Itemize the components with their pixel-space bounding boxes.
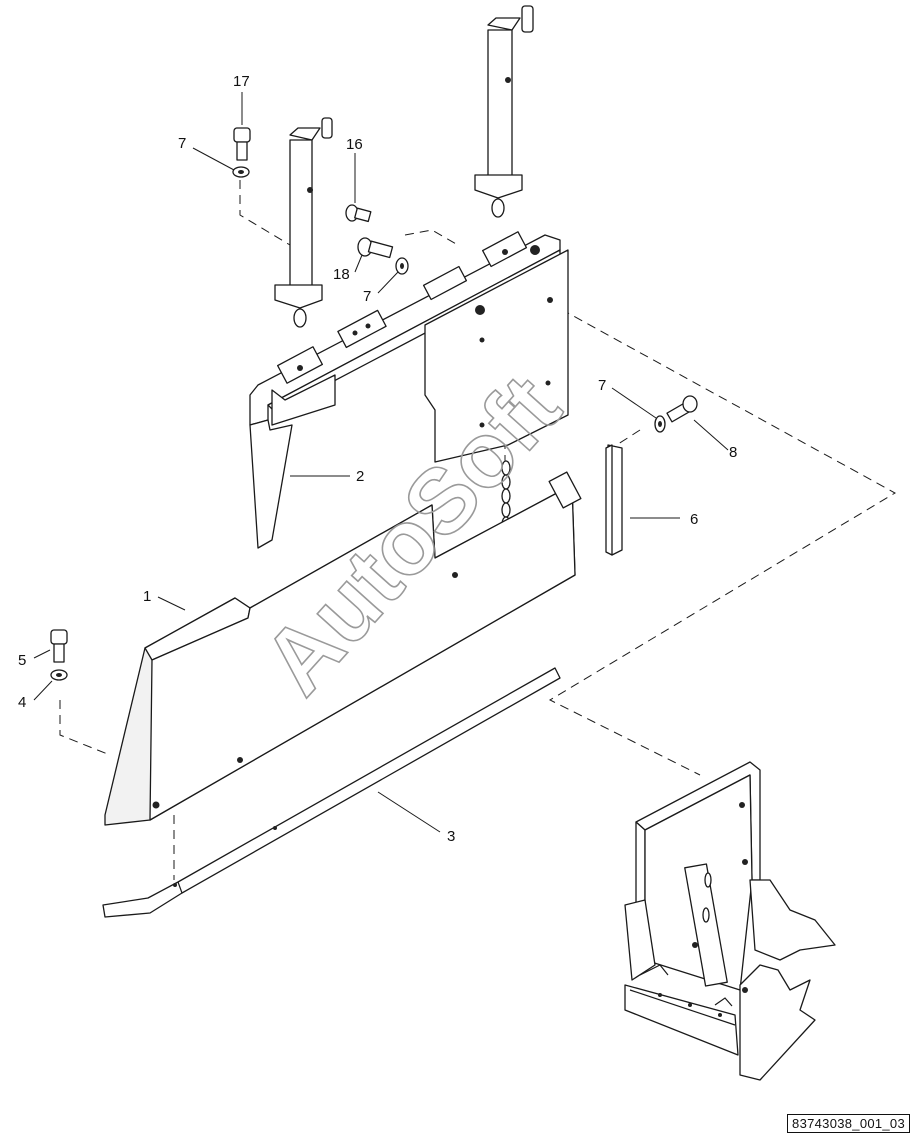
callout-16: 16 [346, 136, 363, 153]
callout-5: 5 [18, 652, 26, 669]
washer-7-upper-right [395, 257, 409, 275]
bolt-16 [345, 204, 372, 223]
main-panel-part-1 [104, 471, 582, 826]
callout-6: 6 [690, 511, 698, 528]
bolt-18 [357, 237, 394, 259]
upper-frame-part-2 [249, 231, 561, 549]
callout-8: 8 [729, 444, 737, 461]
left-mounting-post [274, 117, 333, 328]
leader-lines [33, 92, 729, 833]
bolt-17 [233, 127, 251, 161]
right-mounting-post [474, 5, 534, 218]
callout-7-right: 7 [598, 377, 606, 394]
callout-18: 18 [333, 266, 350, 283]
washer-7-upper-left [232, 166, 250, 178]
callout-7-upper-left: 7 [178, 135, 186, 152]
callout-1: 1 [143, 588, 151, 605]
callout-4: 4 [18, 694, 26, 711]
callout-labels: 1 2 3 4 5 6 7 7 7 8 16 17 18 [18, 73, 737, 845]
machine-context-view [624, 761, 836, 1081]
strip-bar-part-3 [102, 667, 561, 918]
bolt-8 [666, 395, 698, 423]
side-plate [424, 245, 569, 463]
callout-17: 17 [233, 73, 250, 90]
callout-3: 3 [447, 828, 455, 845]
washer-7-right [654, 415, 666, 433]
bracket-part-6 [605, 444, 623, 556]
callout-2: 2 [356, 468, 364, 485]
washer-4 [50, 669, 68, 681]
reference-code: 83743038_001_03 [787, 1114, 910, 1133]
callout-7-upper-right: 7 [363, 288, 371, 305]
bolt-5 [50, 629, 68, 663]
